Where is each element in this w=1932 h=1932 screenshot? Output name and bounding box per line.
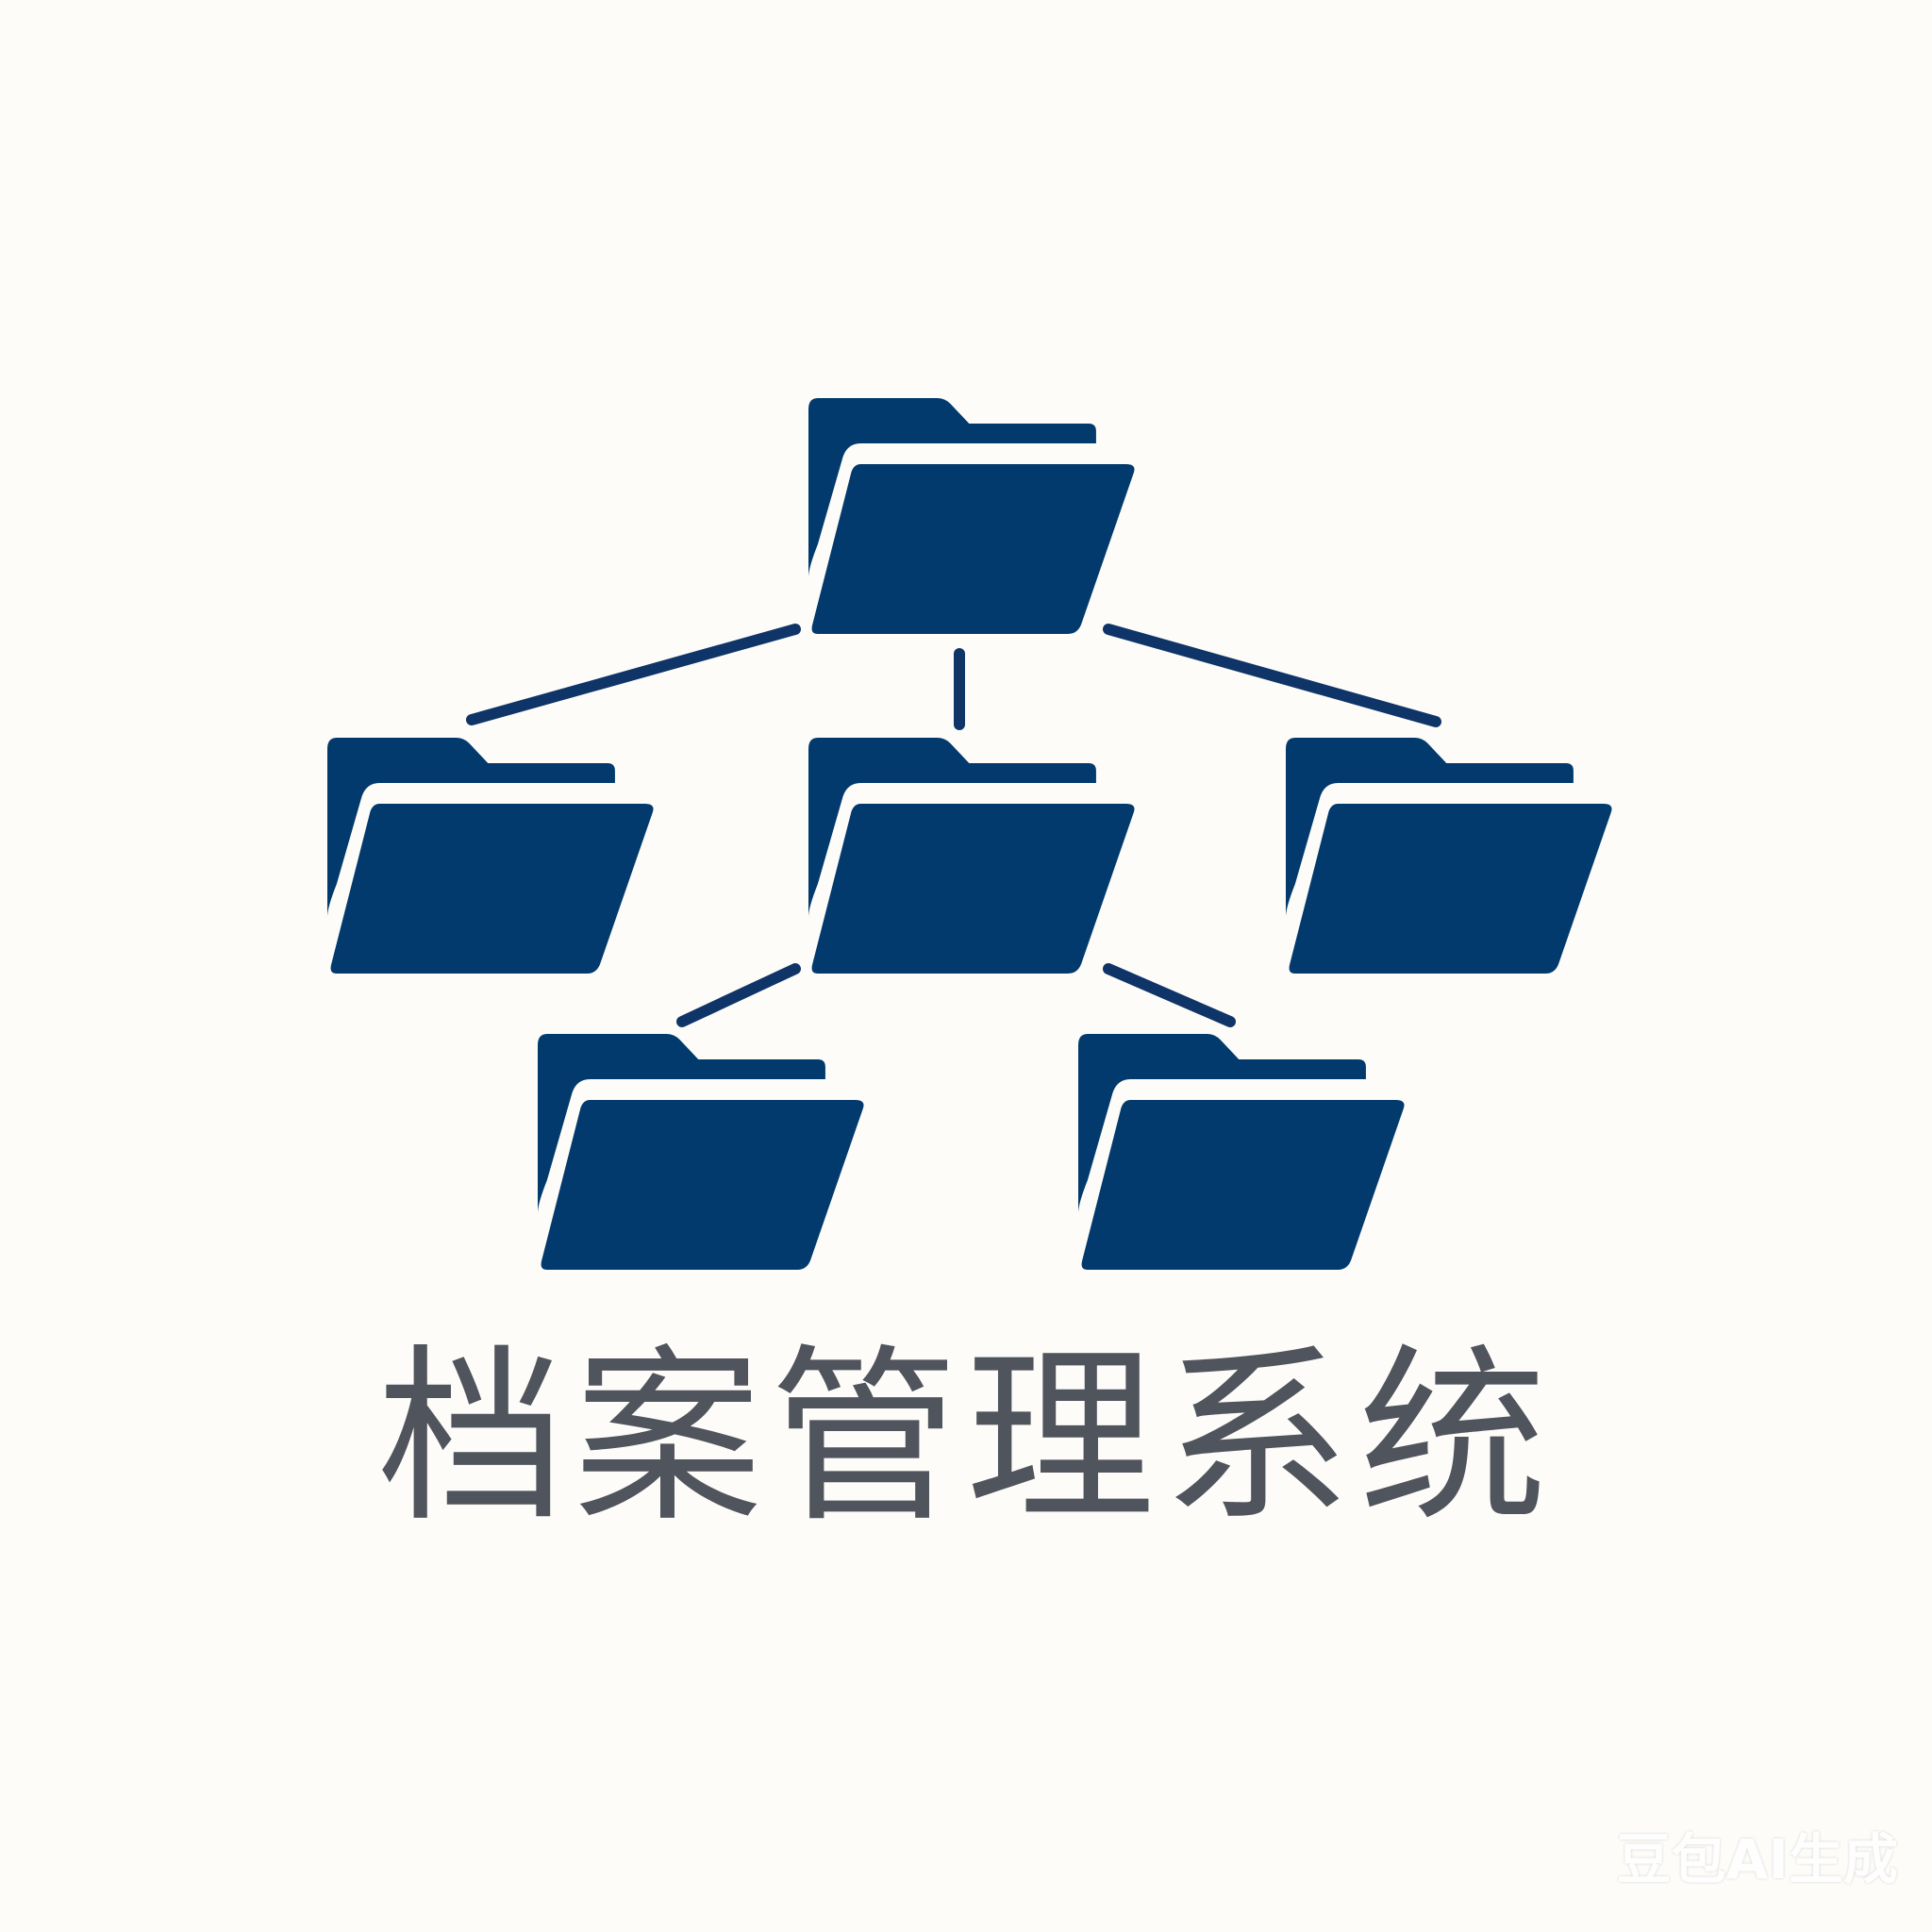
folder-icon-center bbox=[808, 738, 1135, 974]
connector-center-left bbox=[676, 963, 801, 1027]
connector-center-right bbox=[1103, 963, 1236, 1027]
folder-icon-right bbox=[1286, 738, 1612, 974]
system-title: 档案管理系统 bbox=[376, 1328, 1555, 1548]
folder-icon-root bbox=[808, 398, 1135, 634]
ai-watermark: 豆包AI生成 bbox=[1616, 1827, 1898, 1891]
folder-icon-left bbox=[327, 738, 654, 974]
connector-lines bbox=[466, 624, 1441, 1027]
folder-icon-bottom-right bbox=[1078, 1034, 1405, 1270]
folder-icon-bottom-left bbox=[538, 1034, 864, 1270]
connector-root-left bbox=[466, 624, 801, 725]
connector-root-right bbox=[1103, 624, 1441, 727]
